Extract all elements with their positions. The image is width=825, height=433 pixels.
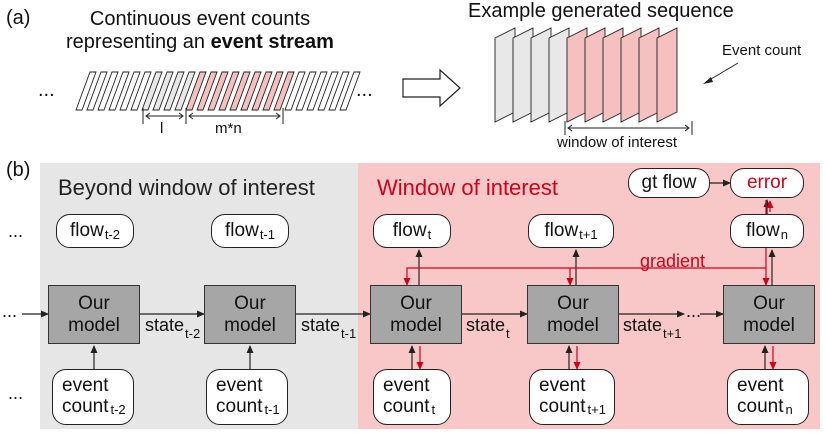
panel-b-label: (b) [6, 159, 31, 181]
panel-a-label: (a) [6, 7, 31, 29]
panel-a-title: Continuous event counts representing an … [50, 8, 350, 54]
stream-frame [251, 71, 273, 111]
stream-left-ellipsis: ... [38, 79, 55, 101]
stream-frame [174, 71, 196, 111]
bracket-l-label: l [160, 120, 164, 137]
panel-a-title-line2: representing an event stream [66, 31, 334, 53]
stream-frame [152, 71, 174, 111]
stream-frame [306, 71, 328, 111]
window-of-interest-label: window of interest [557, 134, 678, 151]
generated-sequence-frames [494, 27, 678, 123]
window-of-interest-title: Window of interest [377, 175, 558, 200]
state-t-label: statet [466, 315, 510, 341]
event-row-ellipsis: ... [8, 383, 24, 403]
stream-frame [207, 71, 229, 111]
forward-arrows [22, 179, 776, 369]
error-box: error [730, 168, 804, 198]
flow-row-ellipsis: ... [8, 221, 24, 241]
beyond-window-title: Beyond window of interest [58, 175, 315, 200]
stream-right-ellipsis: ... [356, 79, 373, 101]
event-stream-frames [75, 71, 361, 111]
stream-frame [273, 71, 295, 111]
model-row-ellipsis: ... [2, 301, 18, 321]
example-sequence-title: Example generated sequence [468, 0, 734, 22]
state-t-2-label: statet-2 [145, 315, 201, 341]
bracket-mn-label: m*n [215, 120, 242, 137]
transform-arrow [402, 68, 461, 108]
bracket-l [142, 108, 187, 124]
stream-frame [328, 71, 350, 111]
gradient-label: gradient [640, 251, 706, 271]
event-count-label: Event count [722, 42, 802, 59]
window-bracket [564, 121, 693, 135]
stream-frame [218, 71, 240, 111]
gt-flow-box: gt flow [628, 168, 710, 198]
stream-frame [196, 71, 218, 111]
stream-frame [86, 71, 108, 111]
bracket-mn [188, 108, 284, 124]
state-chain-ellipsis: ... [686, 301, 702, 321]
stream-frame [295, 71, 317, 111]
stream-frame [317, 71, 339, 111]
stream-frame [240, 71, 262, 111]
stream-frame [284, 71, 306, 111]
state-t-1-label: statet-1 [301, 315, 357, 341]
stream-frame [185, 71, 207, 111]
event-count-pointer-head [703, 77, 713, 84]
stream-frame [229, 71, 251, 111]
stream-frame [119, 71, 141, 111]
stream-frame [141, 71, 163, 111]
stream-frame [97, 71, 119, 111]
stream-frame [75, 71, 97, 111]
stream-frame [108, 71, 130, 111]
panel-a-title-line1: Continuous event counts [89, 8, 311, 30]
state-t+1-label: statet+1 [623, 315, 682, 341]
stream-frame [163, 71, 185, 111]
stream-frame [262, 71, 284, 111]
sequence-frame [656, 27, 678, 123]
stream-frame [339, 71, 361, 111]
stream-frame [130, 71, 152, 111]
